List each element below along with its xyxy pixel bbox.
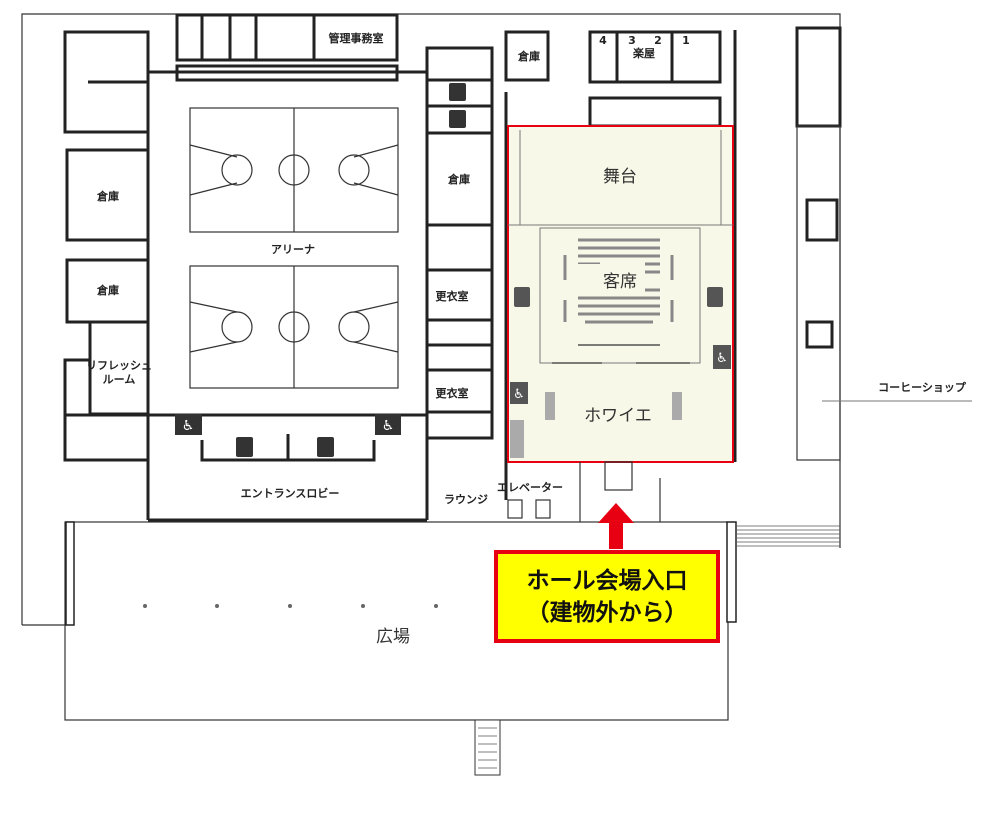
callout-line-1: ホール会場入口 bbox=[526, 567, 688, 594]
arrow-up-icon bbox=[598, 503, 634, 549]
entrance-door bbox=[604, 461, 633, 491]
callout-line-2: （建物外から） bbox=[526, 599, 688, 626]
label-storage-1: 倉庫 bbox=[96, 189, 119, 203]
label-arena: アリーナ bbox=[271, 243, 315, 256]
restroom-icon bbox=[236, 83, 723, 457]
plaza-bollards bbox=[143, 604, 438, 608]
label-storage-3: 倉庫 bbox=[447, 172, 470, 186]
label-dressing-room: 楽屋 bbox=[632, 46, 655, 60]
label-storage-2: 倉庫 bbox=[96, 283, 119, 297]
label-locker-room-1: 更衣室 bbox=[436, 289, 469, 303]
label-refresh-room-1: リフレッシュ bbox=[86, 359, 152, 372]
label-entrance-lobby: エントランスロビー bbox=[241, 486, 340, 500]
backstage-rooms bbox=[504, 30, 737, 500]
label-admin-office: 管理事務室 bbox=[329, 31, 384, 45]
svg-text:♿: ♿ bbox=[382, 418, 395, 434]
left-rooms bbox=[63, 30, 150, 462]
hall-highlight bbox=[507, 125, 734, 463]
label-dressing-1: 1 bbox=[682, 34, 690, 47]
label-dressing-3: 3 bbox=[628, 34, 636, 47]
svg-text:♿: ♿ bbox=[182, 418, 195, 434]
label-elevator: エレベーター bbox=[497, 481, 563, 494]
label-storage-4: 倉庫 bbox=[517, 49, 540, 63]
arena-side-rooms bbox=[425, 46, 494, 440]
label-dressing-2: 2 bbox=[654, 34, 662, 47]
svg-text:♿: ♿ bbox=[513, 387, 525, 402]
hall-entrance-callout: ホール会場入口 （建物外から） bbox=[494, 550, 720, 643]
coffee-shop-building bbox=[795, 26, 972, 461]
label-lounge: ラウンジ bbox=[444, 493, 488, 506]
label-seats: 客席 bbox=[603, 272, 637, 292]
svg-text:♿: ♿ bbox=[716, 351, 728, 366]
wheelchair-icon: ♿ ♿ ♿ ♿ bbox=[175, 345, 731, 435]
admin-block bbox=[175, 13, 399, 82]
label-foyer: ホワイエ bbox=[584, 406, 652, 426]
lobby-restrooms bbox=[146, 415, 429, 522]
label-stage: 舞台 bbox=[603, 167, 637, 187]
label-locker-room-2: 更衣室 bbox=[436, 386, 469, 400]
elevator bbox=[507, 499, 551, 519]
label-plaza: 広場 bbox=[376, 627, 410, 647]
label-dressing-4: 4 bbox=[599, 34, 607, 47]
label-refresh-room-2: ルーム bbox=[103, 373, 136, 386]
label-coffee-shop: コーヒーショップ bbox=[878, 380, 967, 394]
